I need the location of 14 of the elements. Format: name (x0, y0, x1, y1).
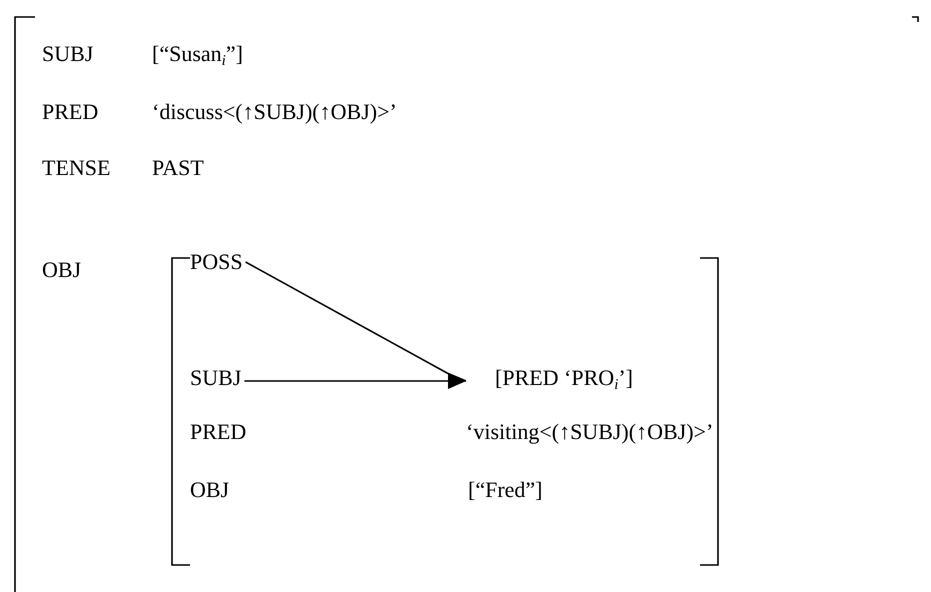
feature-name: POSS (190, 248, 243, 276)
feature-name: OBJ (42, 256, 82, 284)
feature-value: ‘discuss<(↑SUBJ)(↑OBJ)>’ (152, 98, 397, 126)
feature-name: PRED (190, 418, 246, 446)
feature-value: ‘visiting<(↑SUBJ)(↑OBJ)>’ (466, 418, 714, 446)
feature-value: [“Susan$_{i}$”] (152, 40, 243, 68)
feature-name: OBJ (190, 476, 230, 504)
feature-value: [“Fred”] (468, 476, 543, 504)
feature-name: TENSE (42, 154, 110, 182)
feature-name: PRED (42, 98, 98, 126)
feature-value: [PRED ‘PRO$_{i}$’] (466, 364, 634, 392)
feature-value: PAST (152, 154, 204, 182)
feature-name: SUBJ (190, 364, 242, 392)
feature-name: SUBJ (42, 40, 94, 68)
